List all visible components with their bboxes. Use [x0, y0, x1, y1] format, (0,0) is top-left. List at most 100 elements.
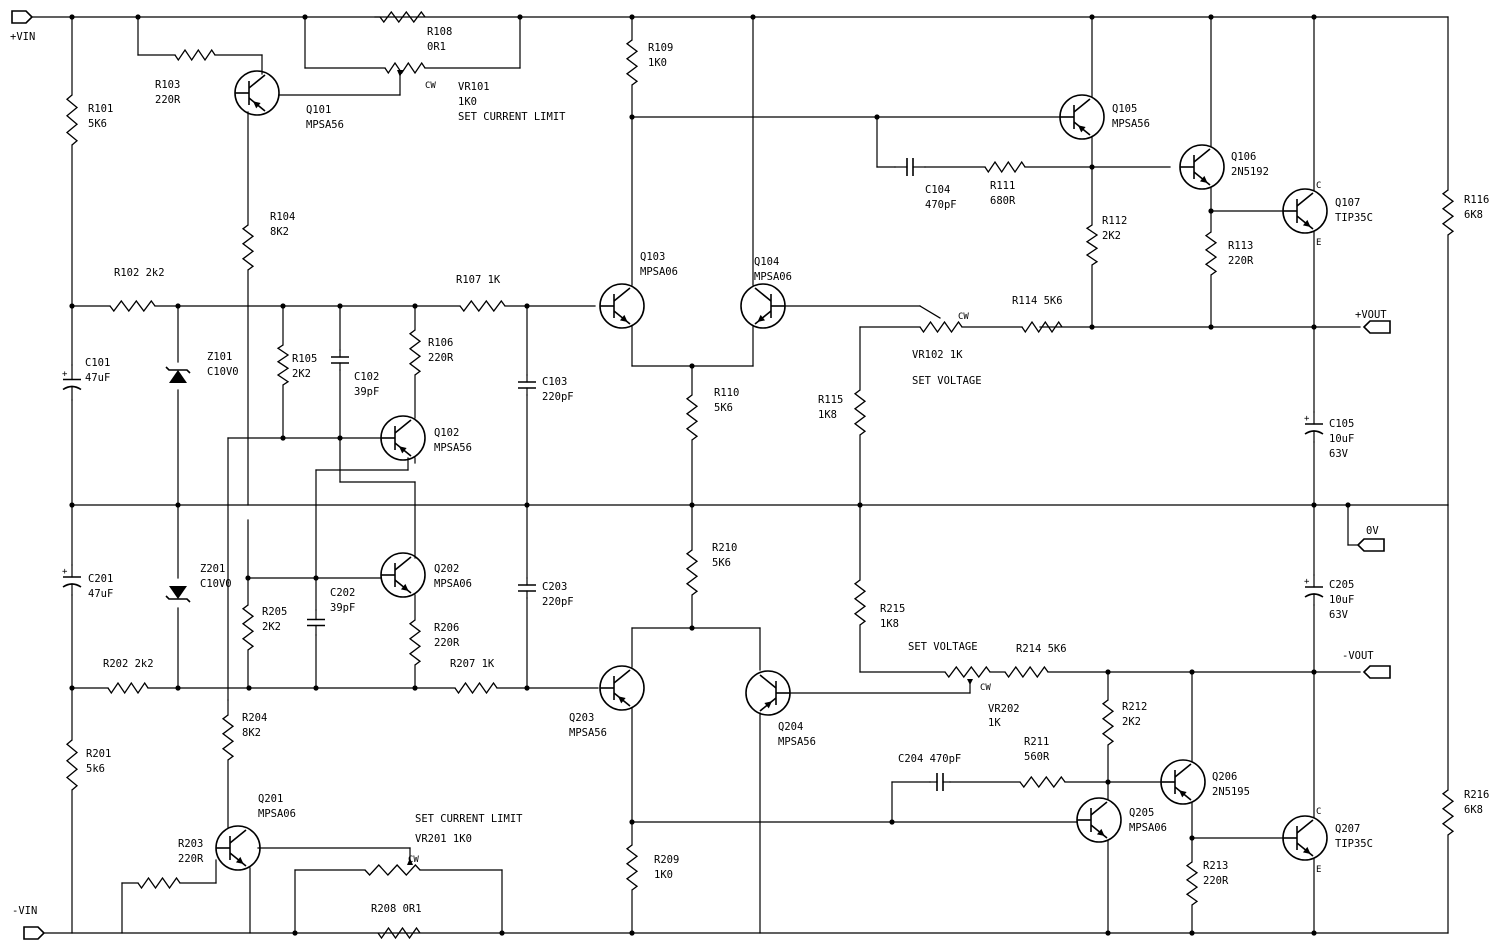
junction-dot — [499, 930, 505, 936]
c203-capacitor — [518, 584, 536, 592]
c102-label: C102 — [354, 371, 379, 383]
r113-label: R113 — [1228, 240, 1253, 252]
q101-label: MPSA56 — [306, 119, 344, 131]
junction-dot — [313, 685, 319, 691]
junction-dot — [1208, 208, 1214, 214]
q104-transistor — [740, 283, 786, 329]
r204-resistor — [221, 714, 235, 761]
vr102-label: VR102 1K — [912, 349, 963, 361]
r114-resistor — [1021, 320, 1063, 334]
junction-dot — [524, 502, 530, 508]
r214-label: R214 5K6 — [1016, 643, 1067, 655]
vin-neg-label: -VIN — [12, 905, 37, 917]
r104-resistor — [241, 224, 255, 271]
q105-label: MPSA56 — [1112, 118, 1150, 130]
cw-label: CW — [958, 312, 969, 322]
c104-label: 470pF — [925, 199, 957, 211]
junction-dot — [280, 435, 286, 441]
z101-label: Z101 — [207, 351, 232, 363]
r201-label: R201 — [86, 748, 111, 760]
junction-dot — [1189, 930, 1195, 936]
r211-resistor — [1019, 775, 1066, 789]
junction-dot — [246, 685, 252, 691]
r108-label: R108 — [427, 26, 452, 38]
c103-capacitor — [518, 381, 536, 389]
q104-label: MPSA06 — [754, 271, 792, 283]
r113-resistor — [1204, 231, 1218, 276]
vin-pos-port — [11, 10, 34, 24]
r107-label: R107 1K — [456, 274, 501, 286]
c105-label: 63V — [1329, 448, 1349, 460]
r115-resistor — [853, 389, 867, 436]
r111-resistor — [984, 160, 1026, 174]
cw-label: CW — [980, 683, 991, 693]
r106-label: R106 — [428, 337, 453, 349]
q107-transistor — [1282, 188, 1328, 234]
junction-dot — [629, 114, 635, 120]
r206-label: R206 — [434, 622, 459, 634]
r116-resistor — [1441, 189, 1455, 236]
q105-label: Q105 — [1112, 103, 1137, 115]
q201-label: MPSA06 — [258, 808, 296, 820]
r115-label: R115 — [818, 394, 843, 406]
r113-label: 220R — [1228, 255, 1254, 267]
junction-dot — [69, 502, 75, 508]
r216-label: 6K8 — [1464, 804, 1483, 816]
svg-text:+: + — [62, 370, 68, 380]
junction-dot — [1105, 669, 1111, 675]
r207-resistor — [454, 681, 498, 695]
q103-transistor — [599, 283, 645, 329]
junction-dot — [135, 14, 141, 20]
junction-dot — [524, 685, 530, 691]
r112-resistor — [1085, 224, 1099, 266]
r205-label: 2K2 — [262, 621, 281, 633]
q207-label: TIP35C — [1335, 838, 1373, 850]
c103-label: C103 — [542, 376, 567, 388]
r203-label: R203 — [178, 838, 203, 850]
q106-label: 2N5192 — [1231, 166, 1269, 178]
r105-label: 2K2 — [292, 368, 311, 380]
c102-label: 39pF — [354, 386, 379, 398]
z101-label: C10V0 — [207, 366, 239, 378]
c101-capacitor: + — [62, 370, 82, 391]
q102-label: MPSA56 — [434, 442, 472, 454]
q101-label: Q101 — [306, 104, 331, 116]
vr202-potentiometer — [944, 665, 991, 679]
r201-label: 5k6 — [86, 763, 105, 775]
junction-dot — [1208, 324, 1214, 330]
wire — [919, 305, 941, 319]
r211-label: R211 — [1024, 736, 1049, 748]
r104-label: 8K2 — [270, 226, 289, 238]
r204-label: 8K2 — [242, 727, 261, 739]
junction-dot — [175, 685, 181, 691]
vr101-label: VR101 — [458, 81, 490, 93]
q107-label: Q107 — [1335, 197, 1360, 209]
r210-resistor — [685, 549, 699, 596]
vr201-label: VR201 1K0 — [415, 833, 472, 845]
c202-label: 39pF — [330, 602, 355, 614]
vout-pos-port — [1362, 320, 1391, 334]
c205-label: C205 — [1329, 579, 1354, 591]
r110-resistor — [685, 394, 699, 441]
junction-dot — [69, 14, 75, 20]
zero-volt-port — [1356, 538, 1385, 552]
junction-dot — [280, 303, 286, 309]
r216-label: R216 — [1464, 789, 1489, 801]
q101-transistor — [234, 70, 280, 116]
q204-label: MPSA56 — [778, 736, 816, 748]
junction-dot — [1311, 14, 1317, 20]
junction-dot — [689, 625, 695, 631]
r215-label: 1K8 — [880, 618, 899, 630]
junction-dot — [1189, 669, 1195, 675]
wiper-arrow — [407, 858, 413, 865]
vout-pos-label: +VOUT — [1355, 309, 1387, 321]
r107-resistor — [459, 299, 506, 313]
wiper-arrow — [397, 70, 403, 77]
r206-label: 220R — [434, 637, 460, 649]
r213-label: R213 — [1203, 860, 1228, 872]
r101-label: R101 — [88, 103, 113, 115]
svg-text:+: + — [1304, 577, 1310, 587]
junction-dots — [69, 14, 1351, 936]
c202-capacitor — [307, 618, 325, 627]
r203-label: 220R — [178, 853, 204, 865]
